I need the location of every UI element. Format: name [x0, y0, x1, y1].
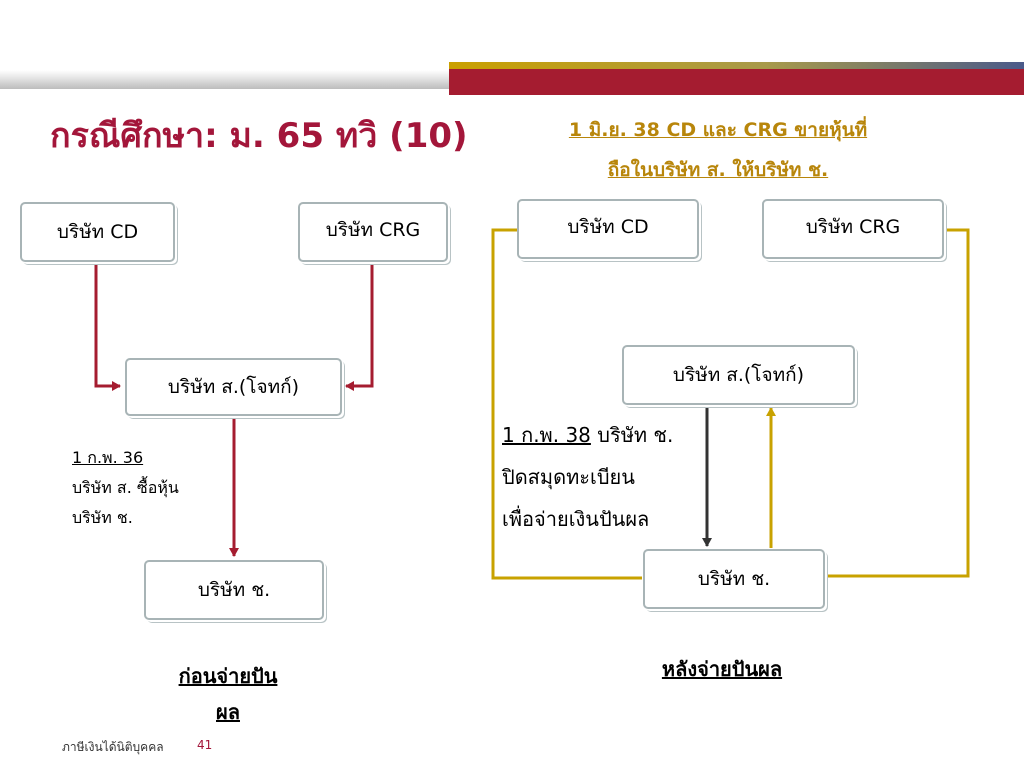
left-box-crg-label: บริษัท CRG [325, 219, 421, 241]
right-gold-lines [491, 228, 970, 580]
left-box-cd-label: บริษัท CD [56, 221, 139, 243]
right-annotation: 1 ก.พ. 38 บริษัท ช. ปิดสมุดทะเบียน เพื่อ… [502, 414, 673, 540]
left-box-cd: บริษัท CD [20, 202, 175, 262]
arrow-cd-to-s [94, 262, 121, 391]
right-box-crg: บริษัท CRG [762, 199, 944, 259]
right-annotation-date: 1 ก.พ. 38 [502, 423, 591, 447]
left-box-ch: บริษัท ช. [144, 560, 324, 620]
header-bar-gray [0, 70, 450, 89]
top-note-line-2: ถือในบริษัท ส. ให้บริษัท ช. [607, 159, 829, 181]
left-annotation-date: 1 ก.พ. 36 [72, 448, 144, 467]
right-box-ch-label: บริษัท ช. [697, 568, 771, 590]
left-box-crg: บริษัท CRG [298, 202, 448, 262]
left-caption-line-2: ผล [216, 700, 240, 724]
right-annotation-line-2: ปิดสมุดทะเบียน [502, 465, 635, 489]
right-annotation-line-1-rest: บริษัท ช. [590, 423, 674, 447]
footer-text: ภาษีเงินได้นิติบุคคล [62, 740, 164, 754]
top-note-line-1: 1 มิ.ย. 38 CD และ CRG ขายหุ้นที่ [568, 119, 868, 141]
left-annotation-line-2: บริษัท ส. ซื้อหุ้น [72, 478, 179, 497]
arrow-crg-to-s [345, 262, 374, 391]
right-box-cd: บริษัท CD [517, 199, 699, 259]
right-annotation-line-1: 1 ก.พ. 38 บริษัท ช. [502, 414, 673, 456]
header-bar-gold [449, 62, 1024, 69]
right-box-s: บริษัท ส.(โจทก์) [622, 345, 855, 405]
right-annotation-line-3: เพื่อจ่ายเงินปันผล [502, 507, 650, 531]
right-caption: หลังจ่ายปันผล [661, 657, 783, 681]
left-annotation-line-3: บริษัท ช. [72, 508, 133, 527]
right-box-s-label: บริษัท ส.(โจทก์) [672, 364, 805, 386]
gold-line-crg-to-ch [826, 228, 970, 578]
right-box-cd-label: บริษัท CD [567, 216, 649, 238]
slide-title: กรณีศึกษา: ม. 65 ทวิ (10) [50, 116, 468, 156]
right-box-ch: บริษัท ช. [643, 549, 825, 609]
page-number: 41 [197, 738, 213, 752]
left-box-s-label: บริษัท ส.(โจทก์) [167, 376, 300, 398]
left-annotation: 1 ก.พ. 36 บริษัท ส. ซื้อหุ้น บริษัท ช. [72, 443, 179, 533]
left-box-s: บริษัท ส.(โจทก์) [125, 358, 342, 416]
right-box-crg-label: บริษัท CRG [805, 216, 901, 238]
gold-line-cd-to-ch [491, 228, 642, 580]
left-caption: ก่อนจ่ายปัน ผล [148, 658, 308, 730]
left-caption-line-1: ก่อนจ่ายปัน [178, 664, 278, 688]
top-note: 1 มิ.ย. 38 CD และ CRG ขายหุ้นที่ ถือในบร… [548, 110, 888, 190]
left-arrows [94, 262, 374, 557]
left-box-ch-label: บริษัท ช. [197, 579, 271, 601]
header-bar-red [449, 69, 1024, 95]
